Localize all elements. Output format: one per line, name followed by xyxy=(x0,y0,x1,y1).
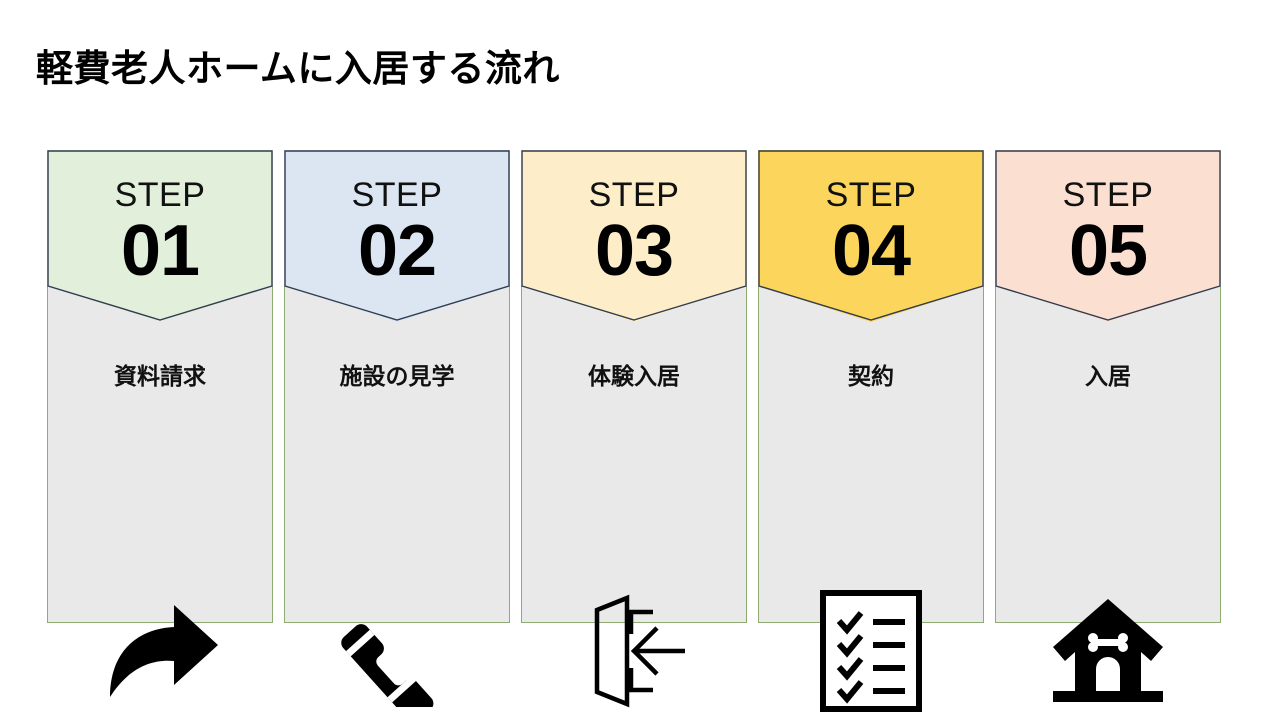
curved-forward-arrow-icon xyxy=(48,581,272,721)
step-number: 04 xyxy=(831,211,911,291)
step-label: 資料請求 xyxy=(114,363,206,389)
step-label: 入居 xyxy=(1085,363,1131,389)
step-number: 01 xyxy=(120,211,200,291)
step-word-label: STEP xyxy=(1062,176,1154,214)
checklist-document-icon xyxy=(759,581,983,721)
step-word-label: STEP xyxy=(351,176,443,214)
step-word-label: STEP xyxy=(588,176,680,214)
house-with-bone-icon xyxy=(996,581,1220,721)
step-number: 02 xyxy=(357,211,437,291)
step-number: 05 xyxy=(1068,211,1148,291)
step-label: 体験入居 xyxy=(588,363,680,389)
telephone-handset-icon xyxy=(285,581,509,721)
step-number: 03 xyxy=(594,211,674,291)
step-label: 施設の見学 xyxy=(339,363,455,389)
step-label: 契約 xyxy=(848,363,894,389)
door-enter-icon xyxy=(522,581,746,721)
step-word-label: STEP xyxy=(114,176,206,214)
step-word-label: STEP xyxy=(825,176,917,214)
page-title: 軽費老人ホームに入居する流れ xyxy=(36,48,560,89)
